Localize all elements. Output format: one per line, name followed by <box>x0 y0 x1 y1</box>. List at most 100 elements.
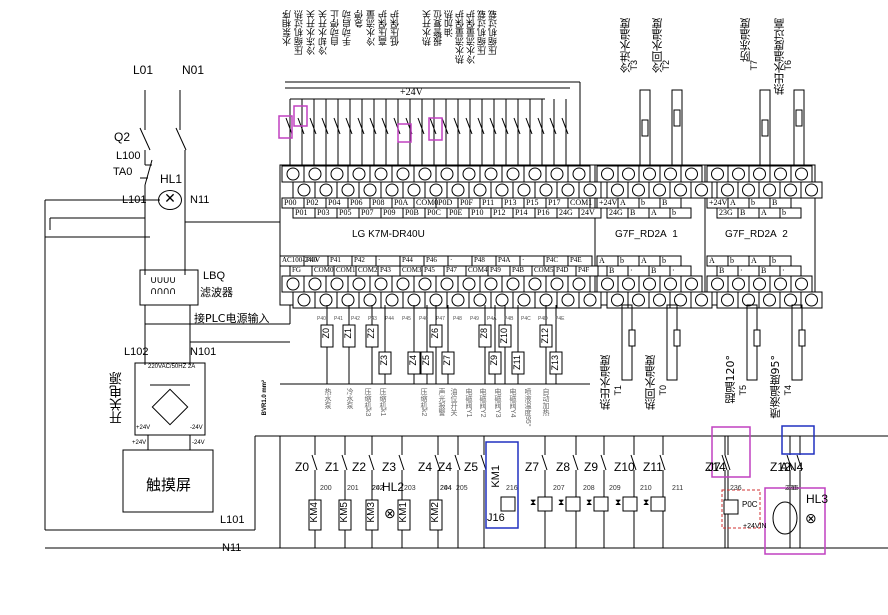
rtd2-bot2-label: B <box>761 266 767 275</box>
rtd2-terminal-b-screw <box>763 183 776 197</box>
plc-in-terminal-a-screw <box>308 167 322 181</box>
plc-out-terminal-a-screw <box>550 277 564 291</box>
input-label: 压缩机过热 <box>295 10 305 55</box>
rtd2-terminal-d-screw <box>763 293 776 307</box>
plc-in-terminal-a-screw <box>418 167 432 181</box>
rtd1-bot1-label: A <box>641 256 647 265</box>
plc-out-row2-label: P49 <box>490 266 501 274</box>
contact-J7 <box>724 454 731 471</box>
input-label: 急停 <box>355 10 365 28</box>
relay-load-label: 压缩机k1 <box>379 388 386 417</box>
plc-out-terminal-b-screw <box>539 293 553 307</box>
plc-in-terminal-a-screw <box>484 167 498 181</box>
solenoid-icon: ⧗ <box>586 497 593 507</box>
wire-number: 200 <box>320 485 332 492</box>
relay-label: Z6 <box>430 328 440 339</box>
rtd1-terminal-d-screw <box>653 293 666 307</box>
rtd1-bot1-label: b <box>620 256 624 265</box>
plc-in-row2-label: P07 <box>361 208 374 217</box>
contact-Z9 <box>600 454 607 471</box>
sensor-bottom-label: 热出水温度 <box>599 355 612 410</box>
wire-number: 201 <box>347 485 359 492</box>
rtd-sensor-icon <box>798 329 806 347</box>
plc-in-terminal-a-screw <box>440 167 454 181</box>
wire-number: 208 <box>583 485 595 492</box>
plc-in-row2-label: P14 <box>515 208 528 217</box>
plc-in-row2-label: P0C <box>427 208 441 217</box>
plc-out-row1-label: · <box>522 256 525 264</box>
plc-out-terminal-b-screw <box>583 293 597 307</box>
rtd1-index: 1 <box>672 229 678 240</box>
rtd2-top1-label: B <box>772 198 778 207</box>
input-contact <box>333 117 341 135</box>
relay-Z6 <box>429 324 443 348</box>
relay-Z3 <box>378 351 392 375</box>
rtd2-index: 2 <box>782 229 788 240</box>
plc-in-terminal-a-screw <box>572 167 586 181</box>
contact-label: Z7 <box>525 460 540 474</box>
input-contact <box>525 117 533 135</box>
plc-out-terminal-b-screw <box>429 293 443 307</box>
plc-out-row1-label: P40 <box>306 256 317 264</box>
relay-output-tag: P4D <box>538 316 548 322</box>
plc-in-row2-label: P0E <box>449 208 463 217</box>
sensor-top-loop <box>759 89 771 166</box>
plc-out-row1-label: P44 <box>402 256 413 264</box>
coil-KM5 <box>338 499 352 531</box>
highlight-box <box>428 117 443 141</box>
input-contact <box>489 117 497 135</box>
input-label: 冷水流量保护 <box>467 10 477 64</box>
rtd2-terminal-a-screw <box>753 167 766 181</box>
rtd2-top1-label: +24V <box>709 198 728 207</box>
label-N01: N01 <box>182 63 205 77</box>
input-contact <box>429 117 437 135</box>
contact-label: Z1 <box>325 460 340 474</box>
psu-rating: 220VAC/50HZ 2A <box>148 364 196 370</box>
sensor-top-loop <box>639 89 651 166</box>
relay-output-tag: P44 <box>385 316 394 322</box>
lamp-HL3-icon: ⊗ <box>805 510 817 526</box>
plc-out-row1-label: P4E <box>570 256 582 264</box>
input-label: 冷冻水开关 <box>307 10 317 55</box>
input-label: 冷水流量 <box>367 10 377 46</box>
plc-in-terminal-b-screw <box>561 183 575 197</box>
input-label: 低压保护 <box>391 10 401 46</box>
contact-label: Z0 <box>295 460 310 474</box>
wire-number: 210 <box>640 485 652 492</box>
rtd1-terminal-b-screw <box>674 183 687 197</box>
plc-out-terminal-a-screw <box>572 277 586 291</box>
heater-highlight-box <box>764 487 826 555</box>
input-label: 热水开关 <box>423 10 433 46</box>
highlight-box <box>293 105 308 127</box>
rtd1-terminal-d-screw <box>611 293 624 307</box>
contact-label: Z12 <box>770 460 791 474</box>
contact-Z1 <box>341 454 348 471</box>
wire-number: 242 <box>372 485 384 492</box>
plc-in-row2-label: P0B <box>405 208 419 217</box>
plc-in-row1-label: COM1 <box>570 198 593 207</box>
plc-out-row2-label: COM4 <box>468 266 488 274</box>
rtd2-bot1-label: A <box>751 256 757 265</box>
rtd2-terminal-c-screw <box>774 277 787 291</box>
relay-load-label: 电磁阀Y3 <box>494 388 501 418</box>
input-contact <box>549 117 557 135</box>
plc-in-row1-label: P02 <box>306 198 319 207</box>
input-label: 自动停止 <box>331 10 341 46</box>
sensor-top-tag: T7 <box>749 60 759 71</box>
relay-label: Z4 <box>408 355 418 366</box>
rtd-sensor-icon <box>795 109 803 127</box>
label-filter: 滤波器 <box>200 286 233 299</box>
wire-number: 204 <box>440 485 452 492</box>
rtd1-terminal-c-screw <box>622 277 635 291</box>
rtd1-terminal-d-screw <box>695 293 708 307</box>
contact-Z4 <box>454 454 461 471</box>
rtd2-terminal-d-screw <box>742 293 755 307</box>
sensor-top-loop <box>793 89 805 166</box>
relay-Z11 <box>511 351 525 375</box>
plc-in-terminal-b-screw <box>517 183 531 197</box>
plc-in-row1-label: P04 <box>328 198 341 207</box>
sensor-bottom-label: 超温120° <box>724 355 737 404</box>
psu-name: 开关电源 <box>110 372 125 424</box>
coil-label: KM5 <box>339 502 350 523</box>
plc-in-row1-label: P11 <box>482 198 495 207</box>
